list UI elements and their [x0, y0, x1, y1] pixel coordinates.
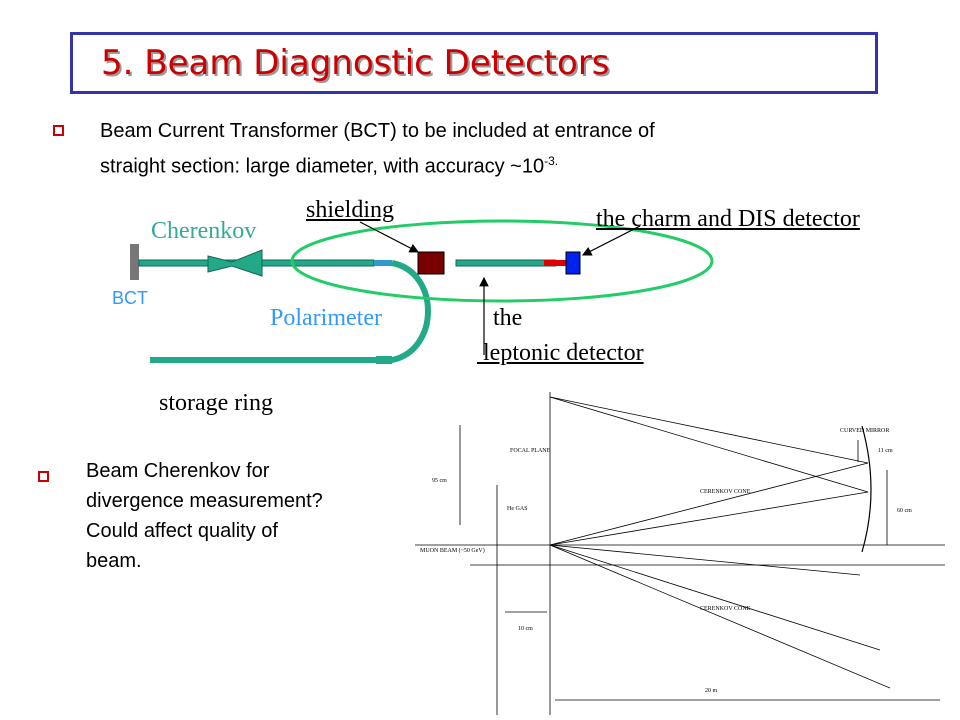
- shielding-label: shielding: [306, 197, 394, 223]
- leptonic-label-line1: the: [493, 305, 523, 331]
- polarimeter-magnet: [374, 260, 392, 266]
- bullet-cherenkov-line: Could affect quality of: [86, 520, 278, 542]
- he-gas-text: He GAS: [507, 506, 528, 512]
- charm-dis-detector: [565, 251, 581, 275]
- dim-11cm-text: 11 cm: [878, 448, 893, 454]
- title-box: 5. Beam Diagnostic Detectors: [70, 32, 878, 94]
- bullet-bct-line1: Beam Current Transformer (BCT) to be inc…: [100, 120, 655, 142]
- cherenkov-detector: [207, 249, 263, 277]
- ray: [549, 544, 891, 689]
- storage-ring-arc: [150, 260, 431, 363]
- cone-bottom-text: CERENKOV CONE: [700, 606, 751, 612]
- slide-title: 5. Beam Diagnostic Detectors: [101, 43, 610, 83]
- shielding-block: [417, 251, 445, 275]
- cone-top-text: CERENKOV CONE: [700, 489, 751, 495]
- bullet-cherenkov-line: Beam Cherenkov for: [86, 460, 270, 482]
- bullet-bct-exponent: -3.: [544, 154, 559, 168]
- shielding-arrow: [359, 221, 420, 253]
- polarimeter-label: Polarimeter: [270, 305, 382, 331]
- target-red: [544, 260, 568, 266]
- bullet-marker: [38, 471, 49, 482]
- ray: [549, 544, 881, 651]
- bullet-cherenkov: Beam Cherenkov for divergence measuremen…: [86, 456, 406, 576]
- storage-ring-end: [376, 356, 392, 364]
- charm-arrow: [581, 225, 641, 256]
- ray: [549, 491, 869, 546]
- curved-mirror-text: CURVED MIRROR: [840, 428, 889, 434]
- bullet-cherenkov-line: divergence measurement?: [86, 490, 323, 512]
- bct-device: [130, 244, 139, 280]
- experiment-region-ellipse: [290, 219, 714, 303]
- ray: [549, 396, 869, 493]
- dim-60cm-text: 60 cm: [897, 508, 912, 514]
- bullet-bct: Beam Current Transformer (BCT) to be inc…: [100, 116, 880, 182]
- dim-10cm-text: 10 cm: [518, 626, 533, 632]
- bullet-marker: [53, 125, 64, 136]
- dim-20m-text: 20 m: [705, 688, 718, 694]
- ray: [549, 462, 869, 546]
- beamline-diagram: [130, 219, 714, 364]
- charm-dis-label: the charm and DIS detector: [596, 206, 860, 232]
- curved-mirror: [861, 425, 872, 553]
- dim-95cm-text: 95 cm: [432, 478, 447, 484]
- leptonic-label-line2: leptonic detector: [477, 340, 644, 366]
- ray: [549, 544, 861, 576]
- bct-label: BCT: [112, 288, 148, 308]
- cherenkov-label: Cherenkov: [151, 218, 257, 244]
- storage-ring-label: storage ring: [159, 390, 273, 416]
- focal-plane-text: FOCAL PLANE: [510, 448, 551, 454]
- muon-beam-text: MUON BEAM (~50 GeV): [420, 547, 485, 554]
- bullet-bct-line2: straight section: large diameter, with a…: [100, 154, 559, 178]
- bullet-cherenkov-line: beam.: [86, 550, 142, 572]
- ray: [549, 396, 869, 464]
